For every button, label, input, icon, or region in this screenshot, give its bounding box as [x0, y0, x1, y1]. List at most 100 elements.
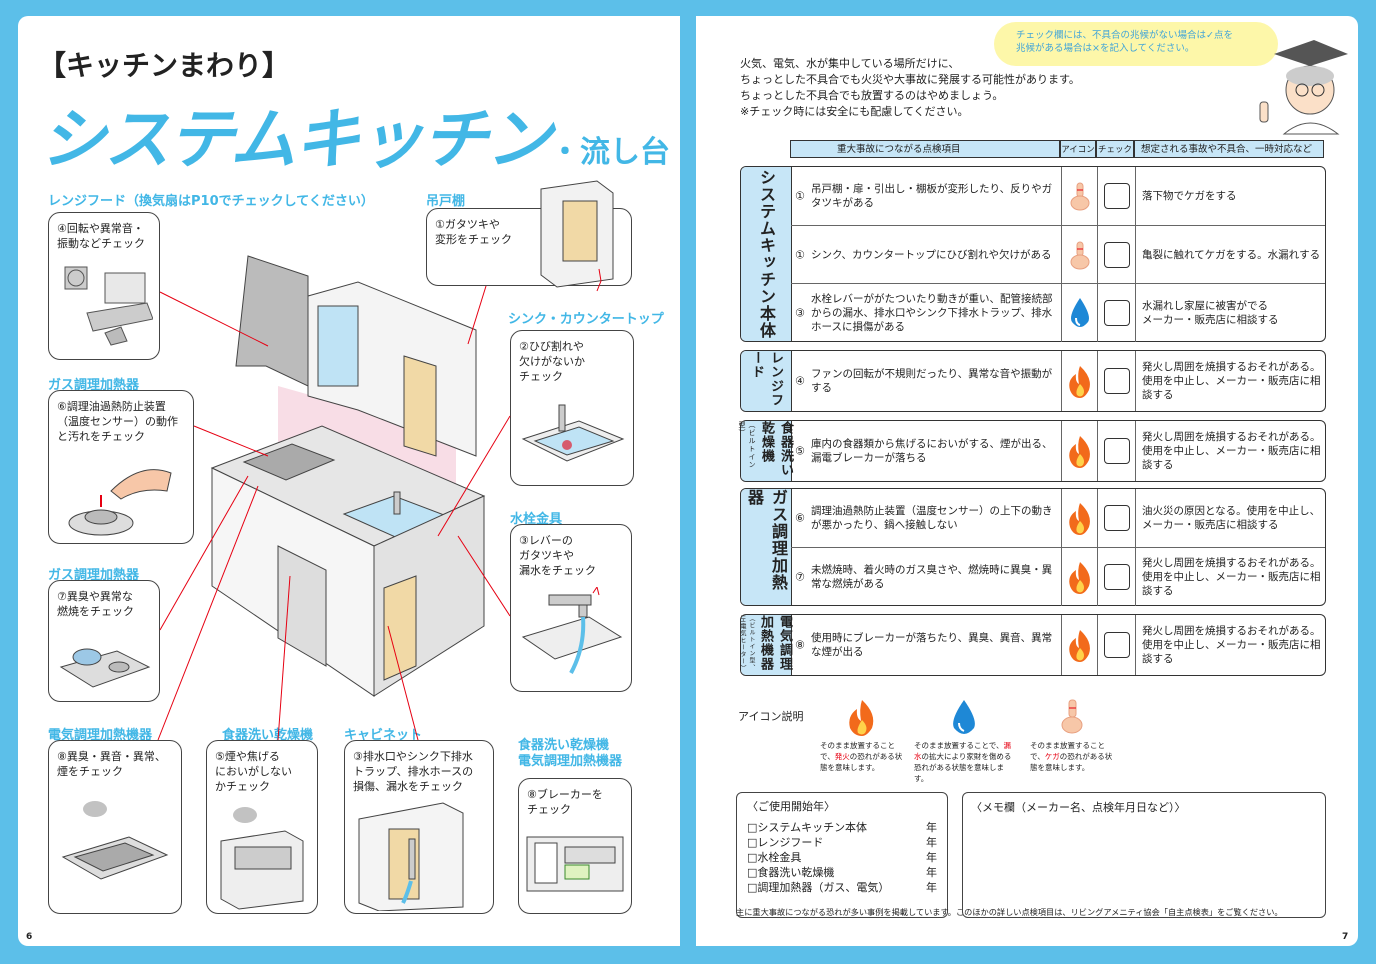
- row-result: 発火し周囲を焼損するおそれがある。使用を中止し、メーカー・販売店に相談する: [1135, 615, 1325, 675]
- label-sink: シンク・カウンタートップ: [508, 312, 664, 327]
- flame-icon: [1061, 548, 1098, 606]
- speech-text: チェック欄には、不具合の兆候がない場合は✓点を 兆候がある場合は×を記入してくだ…: [1016, 30, 1233, 54]
- row-number: ⑧: [795, 638, 805, 652]
- label-gas-1: ガス調理加熱器: [48, 378, 140, 393]
- check-box[interactable]: [1097, 421, 1136, 481]
- start-year-row[interactable]: □システムキッチン本体年: [747, 821, 937, 834]
- row-number: ①: [795, 248, 805, 262]
- callout-text: ③レバーの ガタツキや 漏水をチェック: [519, 534, 596, 577]
- check-box[interactable]: [1097, 351, 1136, 411]
- label-range-hood: レンジフード（換気扇はP10でチェックしてください）: [48, 194, 374, 209]
- callout-range-hood: ④回転や異常音・ 振動などチェック: [48, 212, 160, 360]
- callout-text: ⑦異臭や異常な 燃焼をチェック: [57, 590, 134, 618]
- row-result: 発火し周囲を焼損するおそれがある。使用を中止し、メーカー・販売店に相談する: [1135, 548, 1325, 606]
- check-box[interactable]: [1097, 615, 1136, 675]
- legend-finger: そのまま放置することで、ケガの恐れがある状態を意味します。: [1030, 698, 1114, 773]
- row-number: ⑥: [795, 511, 805, 525]
- legend-text: そのまま放置することで、ケガの恐れがある状態を意味します。: [1030, 741, 1113, 772]
- check-box[interactable]: [1097, 548, 1136, 606]
- legend-flame: そのまま放置することで、発火の恐れがある状態を意味します。: [820, 698, 904, 773]
- table-row: ⑥ 調理油過熱防止装置（温度センサー）の上下の動きが悪かったり、鍋へ接触しない …: [791, 489, 1325, 547]
- section-bracket-title: 【キッチンまわり】: [38, 49, 291, 82]
- sink-illustration: [521, 404, 625, 462]
- row-item: 庫内の食器類から焦げるにおいがする、煙が出る、漏電ブレーカーが落ちる: [811, 438, 1053, 464]
- callout-text: ⑧ブレーカーを チェック: [527, 788, 603, 816]
- sub-title: ・流し台: [550, 135, 671, 170]
- header-check: チェック: [1096, 140, 1134, 158]
- start-year-row[interactable]: □調理加熱器（ガス、電気）年: [747, 881, 937, 894]
- callout-text: ①ガタツキや 変形をチェック: [435, 218, 512, 246]
- kitchen-illustration: [210, 255, 486, 697]
- callout-gas-combustion: ⑦異臭や異常な 燃焼をチェック: [48, 580, 160, 702]
- gas-burner-illustration: [68, 469, 172, 536]
- row-item: ファンの回転が不規則だったり、異常な音や振動がする: [811, 368, 1053, 394]
- header-item: 重大事故につながる点検項目: [790, 140, 1060, 158]
- flame-icon: [1061, 489, 1098, 547]
- callout-text: ②ひび割れや 欠けがないか チェック: [519, 340, 585, 383]
- start-year-row[interactable]: □食器洗い乾燥機年: [747, 866, 937, 879]
- callout-dishwasher: ⑤煙や焦げる においがしない かチェック: [206, 740, 318, 914]
- finger-icon: [1061, 167, 1098, 225]
- check-box[interactable]: [1097, 226, 1136, 284]
- right-page: チェック欄には、不具合の兆候がない場合は✓点を 兆候がある場合は×を記入してくだ…: [696, 16, 1358, 946]
- check-box[interactable]: [1097, 167, 1136, 225]
- start-year-title: 〈ご使用開始年〉: [747, 800, 835, 813]
- page-number-left: 6: [26, 932, 33, 942]
- group-title: システムキッチン本体: [741, 167, 792, 341]
- group-title: レンジフード: [741, 351, 792, 411]
- water-drop-icon: [1061, 284, 1098, 342]
- table-row: ① シンク、カウンタートップにひび割れや欠けがある 亀裂に触れてケガをする。水漏…: [791, 225, 1325, 284]
- flame-icon: [849, 700, 874, 736]
- header-icon: アイコン: [1060, 140, 1096, 158]
- group-title: ガス調理加熱器: [741, 489, 792, 605]
- cabinet-illustration: [358, 802, 464, 911]
- table-row: ③ 水栓レバーががたついたり動きが重い、配管接続部からの漏水、排水口やシンク下排…: [791, 283, 1325, 342]
- main-title: システムキッチン: [40, 101, 552, 178]
- page-number-right: 7: [1342, 932, 1349, 942]
- label-cupboard: 吊戸棚: [426, 194, 466, 209]
- group-dishwasher: 食器洗い乾燥機 （ビルトイン型） ⑤ 庫内の食器類から焦げるにおいがする、煙が出…: [738, 420, 1326, 482]
- callout-sink: ②ひび割れや 欠けがないか チェック: [510, 330, 634, 486]
- gas-stove-illustration: [59, 648, 151, 688]
- memo-label: 〈メモ欄（メーカー名、点検年月日など）〉: [971, 801, 1186, 814]
- row-number: ①: [795, 189, 805, 203]
- start-year-row[interactable]: □水栓金具年: [747, 851, 937, 864]
- callout-electric: ⑧異臭・異音・異常、 煙をチェック: [48, 740, 182, 914]
- row-item: シンク、カウンタートップにひび割れや欠けがある: [811, 249, 1052, 261]
- professor-illustration: [1259, 40, 1348, 135]
- intro-line: 火気、電気、水が集中している場所だけに、: [740, 57, 960, 70]
- check-box[interactable]: [1097, 489, 1136, 547]
- dishwasher-illustration: [220, 807, 304, 910]
- label-gas-2: ガス調理加熱器: [48, 568, 140, 583]
- group-gas-heater: ガス調理加熱器 ⑥ 調理油過熱防止装置（温度センサー）の上下の動きが悪かったり、…: [740, 488, 1326, 606]
- flame-icon: [1061, 351, 1098, 411]
- row-item: 調理油過熱防止装置（温度センサー）の上下の動きが悪かったり、鍋へ接触しない: [811, 505, 1053, 531]
- breaker-panel-illustration: [526, 836, 624, 892]
- intro-text: 火気、電気、水が集中している場所だけに、 ちょっとした不具合でも火災や大事故に発…: [740, 56, 1080, 120]
- table-row: ① 吊戸棚・扉・引出し・棚板が変形したり、反りやガタツキがある 落下物でケガをす…: [791, 167, 1325, 225]
- row-number: ④: [795, 374, 805, 388]
- callout-text: ④回転や異常音・ 振動などチェック: [57, 222, 145, 250]
- memo-box[interactable]: 〈メモ欄（メーカー名、点検年月日など）〉: [962, 792, 1326, 918]
- group-title: 食器洗い乾燥機 （ビルトイン型）: [738, 421, 793, 481]
- legend-water: そのまま放置することで、漏水の拡大により家財を傷める恐れがある状態を意味します。: [914, 698, 1014, 784]
- row-result: 発火し周囲を焼損するおそれがある。使用を中止し、メーカー・販売店に相談する: [1135, 421, 1325, 481]
- intro-line: ※チェック時には安全にも配慮してください。: [740, 105, 969, 118]
- callout-faucet: ③レバーの ガタツキや 漏水をチェック: [510, 524, 632, 692]
- row-number: ⑤: [795, 444, 805, 458]
- row-result: 油火災の原因となる。使用を中止し、メーカー・販売店に相談する: [1135, 489, 1325, 547]
- table-row: ④ ファンの回転が不規則だったり、異常な音や振動がする 発火し周囲を焼損するおそ…: [791, 351, 1325, 411]
- row-item: 吊戸棚・扉・引出し・棚板が変形したり、反りやガタツキがある: [811, 183, 1053, 209]
- flame-icon: [1061, 421, 1098, 481]
- row-item: 使用時にブレーカーが落ちたり、異臭、異音、異常な煙が出る: [811, 632, 1053, 658]
- check-box[interactable]: [1097, 284, 1136, 342]
- label-electric: 電気調理加熱機器: [48, 728, 153, 743]
- row-item: 未燃焼時、着火時のガス臭さや、燃焼時に異臭・異常な燃焼がある: [811, 564, 1053, 590]
- ih-cooktop-illustration: [61, 801, 169, 880]
- label-faucet: 水栓金具: [510, 512, 563, 527]
- speech-bubble: チェック欄には、不具合の兆候がない場合は✓点を 兆候がある場合は×を記入してくだ…: [994, 22, 1278, 66]
- finger-icon: [1061, 226, 1098, 284]
- start-year-row[interactable]: □レンジフード年: [747, 836, 937, 849]
- start-year-box: 〈ご使用開始年〉 □システムキッチン本体年 □レンジフード年 □水栓金具年 □食…: [736, 792, 948, 918]
- callout-cupboard: ①ガタツキや 変形をチェック: [426, 180, 632, 292]
